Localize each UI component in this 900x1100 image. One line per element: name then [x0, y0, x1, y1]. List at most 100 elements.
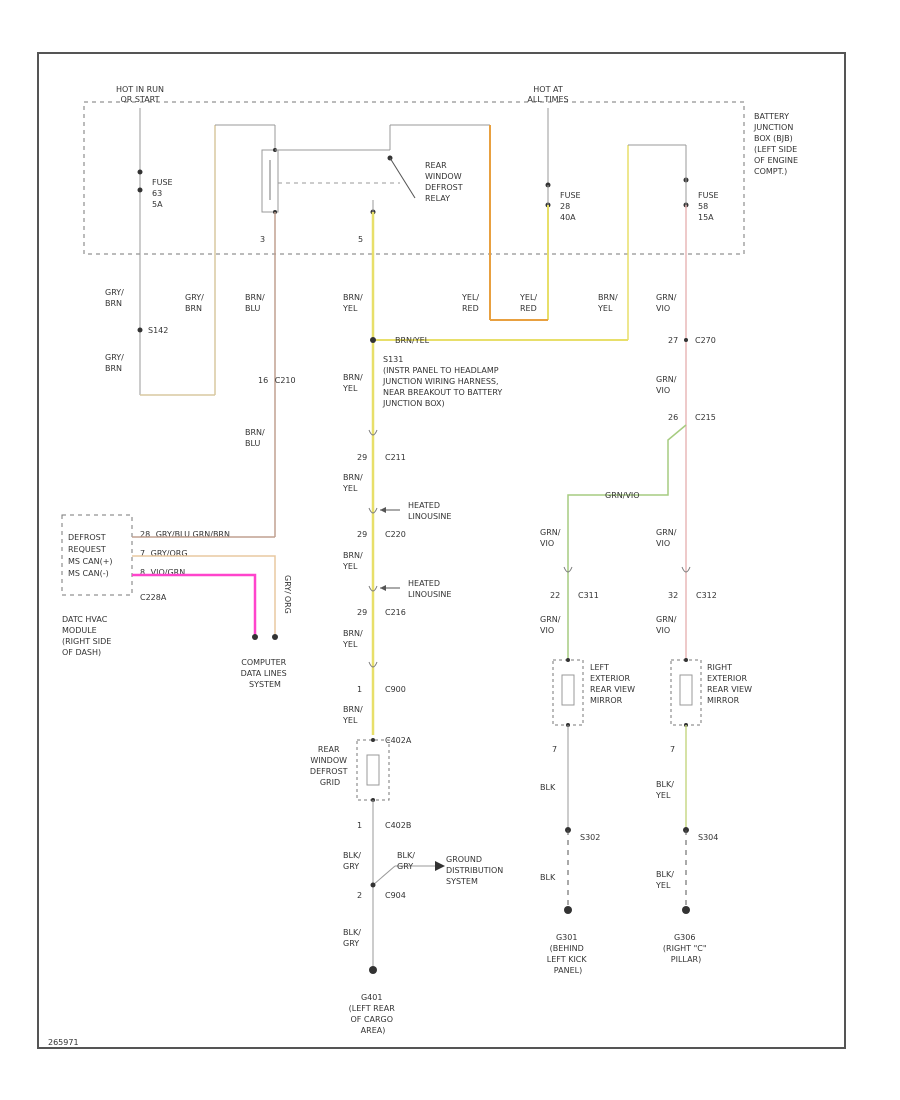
c270-label: 27 [668, 336, 678, 345]
label-brn-yel-1: BRN/YEL [342, 293, 363, 313]
ground-g306-symbol [682, 906, 690, 914]
c210-label: 16 C210 [258, 376, 296, 385]
wire-ms-can-minus [132, 573, 257, 635]
label-blk-gry-3: BLK/GRY [343, 928, 361, 948]
label-gry-brn-2: GRY/BRN [105, 353, 124, 373]
svg-text:29: 29 [357, 453, 367, 462]
c215-name: C215 [695, 413, 716, 422]
data-line-dot-2 [272, 634, 278, 640]
c270-name: C270 [695, 336, 716, 345]
label-blk-yel-2: BLK/YEL [655, 870, 674, 890]
svg-text:MS CAN(-): MS CAN(-) [68, 569, 109, 578]
diagram-border [37, 52, 846, 1049]
ground-g401-symbol [369, 966, 377, 974]
wire-label-inline-brn-yel: BRN/YEL [395, 336, 430, 345]
label-brn-yel-4: BRN/YEL [342, 473, 363, 493]
data-line-dot-1 [252, 634, 258, 640]
label-blk-gry-1: BLK/GRY [343, 851, 361, 871]
c904-name: C904 [385, 891, 406, 900]
module-vert-wire-label: GRY/ORG [283, 575, 292, 614]
wire-blk-gry-branch [372, 865, 396, 886]
splice-s302-label: S302 [580, 833, 600, 842]
connector-c312: 32 C312 [668, 566, 717, 600]
splice-s131-desc: S131 (INSTR PANEL TO HEADLAMP JUNCTION W… [382, 355, 505, 408]
svg-text:29: 29 [357, 608, 367, 617]
label-gry-brn-3: GRY/BRN [185, 293, 204, 313]
svg-text:C900: C900 [385, 685, 406, 694]
ground-dist-arrow [435, 861, 445, 871]
module-pin-7: 7 GRY/ORG [140, 549, 188, 558]
label-grn-vio-1: GRN/VIO [656, 293, 677, 313]
module-name: DATC HVAC MODULE (RIGHT SIDE OF DASH) [62, 615, 114, 657]
c904-dot [370, 882, 376, 888]
c402b-name: C402B [385, 821, 411, 830]
connector-c900: 1 C900 [357, 661, 406, 694]
ground-g306-label: G306 (RIGHT "C" PILLAR) [663, 933, 709, 964]
label-brn-yel-3: BRN/YEL [342, 373, 363, 393]
svg-text:29: 29 [357, 530, 367, 539]
svg-text:C216: C216 [385, 608, 406, 617]
bjb-label: BATTERY JUNCTION BOX (BJB) (LEFT SIDE OF… [753, 112, 801, 176]
ground-g301-symbol [564, 906, 572, 914]
splice-s131-dot [370, 337, 376, 343]
label-brn-yel-6: BRN/YEL [342, 629, 363, 649]
connector-c216: 29 C216 [357, 585, 406, 617]
svg-text:C312: C312 [696, 591, 717, 600]
computer-data-lines-label: COMPUTER DATA LINES SYSTEM [241, 658, 290, 689]
diagram-id: 265971 [48, 1038, 79, 1047]
c270-dot [684, 338, 688, 342]
svg-text:22: 22 [550, 591, 560, 600]
c402b-label: 1 [357, 821, 362, 830]
left-mirror-pin: 7 [552, 745, 557, 754]
wire-ms-can-plus [132, 555, 276, 635]
svg-text:C228A: C228A [140, 593, 167, 602]
rear-window-defrost-grid: C402A REAR WINDOW DEFROST GRID [310, 736, 412, 802]
label-brn-blu-2: BRN/BLU [245, 428, 265, 448]
label-blk-1: BLK [540, 783, 556, 792]
svg-text:C311: C311 [578, 591, 599, 600]
relay-pin-right: 5 [358, 235, 363, 244]
svg-text:32: 32 [668, 591, 678, 600]
label-grn-vio-2: GRN/VIO [656, 375, 677, 395]
svg-text:REAR WINDOW DEFROS: REAR WINDOW DEFROST GRID [310, 745, 350, 787]
label-blk-gry-2: BLK/GRY [397, 851, 415, 871]
svg-text:1: 1 [357, 685, 362, 694]
c215-label: 26 [668, 413, 678, 422]
label-yel-red-2: YEL/RED [519, 293, 537, 313]
label-brn-yel-7: BRN/YEL [342, 705, 363, 725]
svg-text:C211: C211 [385, 453, 406, 462]
label-brn-blu-1: BRN/BLU [245, 293, 265, 313]
label-grn-vio-4: GRN/VIO [656, 528, 677, 548]
relay-coil [261, 125, 400, 214]
connector-c311: 22 C311 [550, 566, 599, 600]
splice-s142-label: S142 [148, 326, 168, 335]
label-grn-vio-5: GRN/VIO [540, 615, 561, 635]
splice-s304-label: S304 [698, 833, 718, 842]
ground-g401-label: G401 (LEFT REAR OF CARGO AREA) [349, 993, 398, 1035]
svg-text:MS CAN(+): MS CAN(+) [68, 557, 113, 566]
right-mirror-pin: 7 [670, 745, 675, 754]
datc-hvac-module: DEFROST REQUEST MS CAN(+) MS CAN(-) C228… [61, 514, 167, 602]
connector-c220: 29 C220 [357, 507, 406, 539]
module-pin-28: 28 GRY/BLU GRN/BRN [140, 530, 230, 539]
label-grn-vio-3: GRN/VIO [540, 528, 561, 548]
wire-label-inline-grn-vio: GRN/VIO [605, 491, 640, 500]
label-yel-red-1: YEL/RED [461, 293, 479, 313]
module-pin-8: 8 VIO/GRN [140, 568, 185, 577]
c904-label: 2 [357, 891, 362, 900]
